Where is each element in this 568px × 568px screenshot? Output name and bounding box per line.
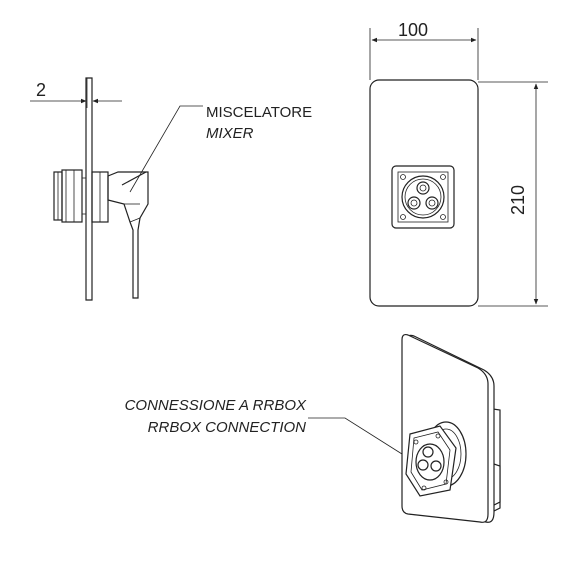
mixer-label-it: MISCELATORE — [206, 104, 312, 121]
dimension-thickness: 2 — [30, 78, 122, 108]
isometric-view: CONNESSIONE A RRBOX RRBOX CONNECTION — [125, 333, 501, 523]
dimension-width: 100 — [369, 20, 479, 80]
side-handle — [91, 171, 149, 299]
side-plate — [85, 77, 93, 301]
dimension-height: 210 — [478, 81, 548, 307]
dimension-width-value: 100 — [398, 20, 428, 40]
dimension-thickness-value: 2 — [36, 80, 46, 100]
mixer-label-en: MIXER — [206, 125, 254, 142]
front-cartridge — [391, 165, 455, 229]
dimension-height-value: 210 — [508, 185, 528, 215]
side-rear-body — [53, 169, 86, 223]
iso-connection-hub — [405, 421, 467, 497]
connection-leader — [308, 417, 403, 455]
front-view: 100 210 — [369, 20, 548, 307]
connection-label-it: CONNESSIONE A RRBOX — [125, 397, 307, 414]
front-plate — [369, 79, 479, 307]
side-view: 2 MISCELATORE MIXER — [30, 77, 312, 301]
connection-label-en: RRBOX CONNECTION — [148, 419, 307, 436]
mixer-leader — [129, 105, 203, 193]
